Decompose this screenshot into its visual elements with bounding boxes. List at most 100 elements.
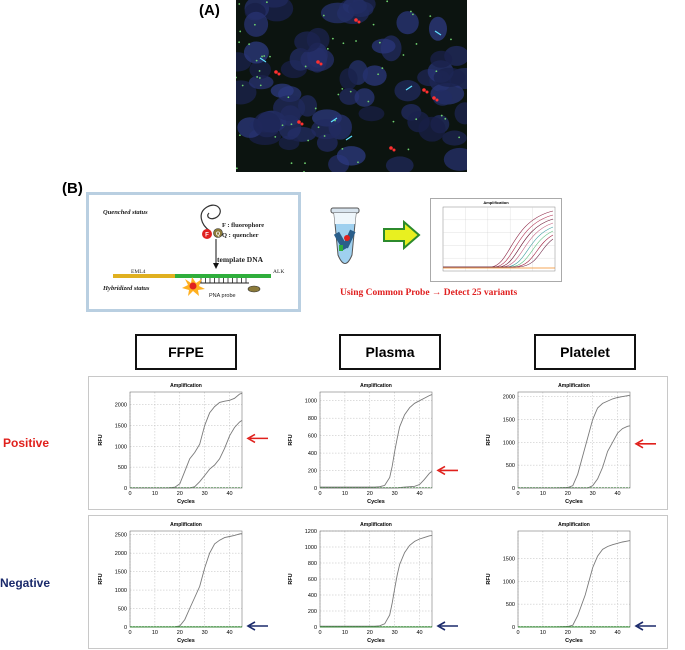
green-signal [256, 76, 259, 78]
x-tick-label: 20 [367, 630, 373, 636]
amplification-curve-1 [320, 534, 433, 627]
fluorophore-circle [202, 229, 212, 239]
cell-nucleus [300, 47, 335, 72]
probe-dot [344, 235, 350, 241]
x-tick-label: 40 [226, 630, 232, 636]
fluorescence-micrograph [236, 0, 467, 172]
cell-nucleus [354, 88, 375, 107]
green-signal [307, 139, 310, 142]
y-tick-label: 200 [308, 469, 317, 475]
plot-frame [517, 530, 631, 628]
y-tick-label: 400 [308, 593, 317, 599]
x-tick-label: 20 [367, 491, 373, 497]
cell-nucleus [273, 95, 306, 121]
cell-nucleus [348, 1, 374, 17]
mini-curve [443, 238, 554, 268]
cell-nucleus [454, 102, 467, 125]
row-label-negative: Negative [0, 576, 51, 590]
green-signal [281, 124, 284, 127]
x-tick-label: 0 [516, 630, 519, 636]
cell-nucleus [362, 65, 387, 86]
y-tick-label: 600 [308, 434, 317, 440]
mini-amplification-chart: Amplification [430, 198, 562, 282]
green-signal [259, 84, 262, 87]
cell-nucleus [298, 95, 318, 117]
green-signal [415, 43, 418, 45]
cell-nucleus [394, 80, 421, 102]
green-signal [341, 148, 344, 150]
x-tick-label: 10 [540, 491, 546, 497]
mini-plot-frame [442, 206, 556, 272]
y-tick-label: 200 [308, 609, 317, 615]
positive-indicator-arrowhead [436, 465, 446, 476]
green-signal [429, 15, 432, 18]
cell-nucleus [248, 75, 274, 90]
red-signal [300, 122, 304, 126]
eml4-strand [113, 274, 175, 278]
y-axis-label: RFU [288, 573, 294, 584]
green-signal [381, 67, 384, 70]
common-probe-text: Using Common Probe → Detect 25 variants [340, 288, 518, 298]
y-tick-label: 0 [314, 486, 317, 492]
x-tick-label: 0 [318, 630, 321, 636]
y-tick-label: 0 [512, 486, 515, 492]
cell-nucleus [311, 119, 342, 140]
transition-arrowhead [213, 263, 219, 269]
x-tick-label: 10 [342, 491, 348, 497]
amplification-curve-1 [130, 392, 243, 489]
y-tick-label: 0 [124, 625, 127, 631]
x-tick-label: 10 [152, 491, 158, 497]
green-signal [341, 87, 344, 90]
x-axis-label: Cycles [177, 638, 195, 644]
cell-nucleus [442, 130, 467, 146]
green-signal [274, 136, 277, 138]
red-signal [392, 148, 396, 152]
green-signal [290, 162, 293, 165]
green-signal [331, 37, 334, 40]
plot-frame [129, 391, 243, 489]
legend-quencher: Q : quencher [222, 232, 259, 239]
red-signal [277, 72, 281, 76]
mini-chart-plot [442, 206, 556, 272]
x-tick-label: 10 [152, 630, 158, 636]
y-axis-label: RFU [486, 434, 492, 445]
green-signal [378, 41, 381, 44]
x-tick-label: 20 [565, 630, 571, 636]
amplification-curve-1 [130, 533, 243, 628]
x-tick-label: 40 [416, 630, 422, 636]
tube-cap [330, 207, 360, 214]
x-tick-label: 40 [614, 491, 620, 497]
red-signal [432, 96, 436, 100]
chart-title: Amplification [558, 522, 590, 528]
cell-nucleus [418, 116, 446, 142]
quencher-letter: Q [216, 232, 221, 238]
y-axis-label: RFU [98, 434, 104, 445]
panel-b-label: (B) [62, 180, 83, 197]
y-tick-label: 800 [308, 561, 317, 567]
green-signal [440, 114, 443, 117]
y-tick-label: 2000 [503, 395, 515, 401]
cell-nucleus [430, 50, 453, 68]
cell-nucleus [385, 156, 414, 172]
y-tick-label: 400 [308, 451, 317, 457]
negative-indicator-arrowhead [246, 621, 256, 631]
amplification-curve-2 [130, 420, 243, 489]
probe-green [339, 245, 343, 251]
red-signal [389, 146, 393, 150]
column-header-platelet: Platelet [534, 334, 636, 370]
green-signal [458, 136, 461, 139]
cell-nucleus [270, 83, 294, 98]
green-signal [402, 54, 405, 56]
green-signal [349, 90, 352, 93]
chart-title: Amplification [360, 383, 392, 389]
green-signal [357, 161, 359, 164]
